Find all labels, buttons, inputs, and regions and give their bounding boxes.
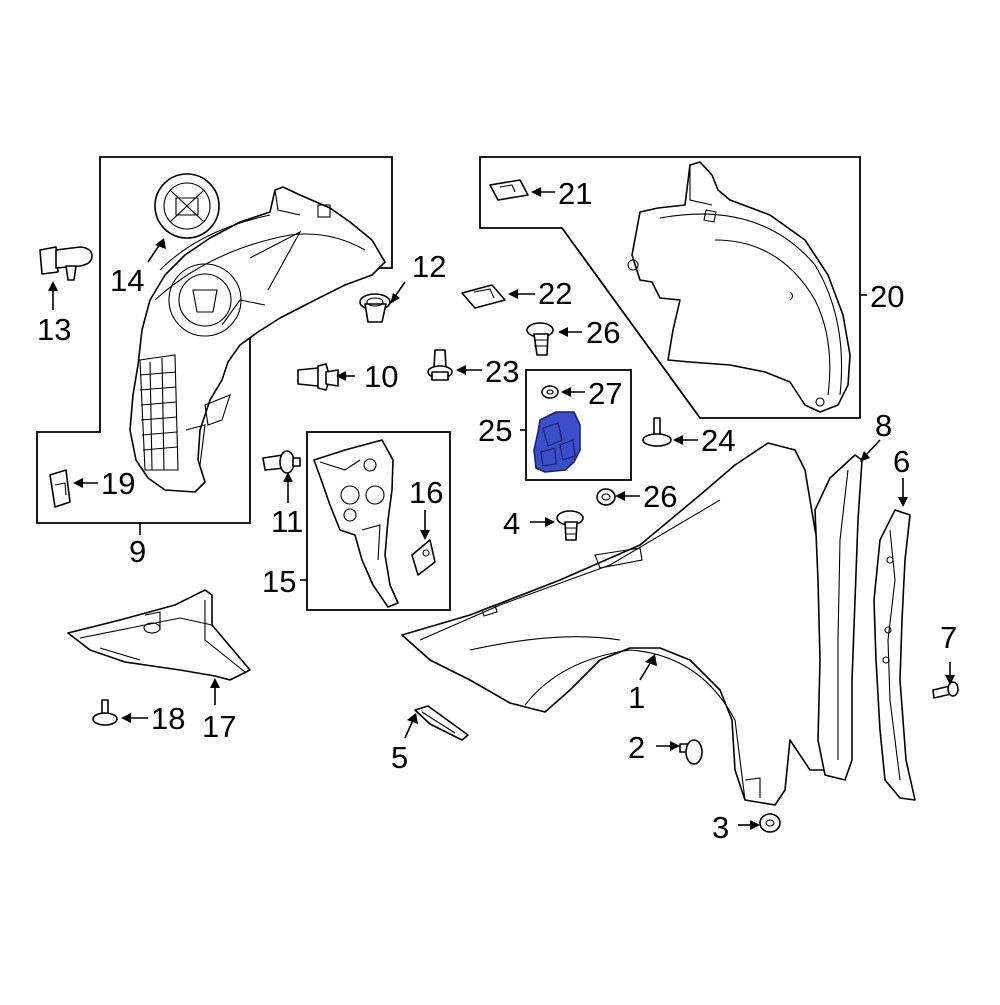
callout-13: 13 [37, 312, 71, 347]
clip-19[interactable] [49, 469, 71, 508]
callout-labels: 1 2 3 4 5 6 7 8 9 10 11 12 13 14 15 16 1… [37, 176, 957, 845]
callout-11: 11 [271, 504, 303, 539]
callout-20: 20 [870, 279, 904, 314]
callout-24: 24 [701, 423, 735, 458]
inner-fender-liner-rear[interactable] [627, 161, 851, 413]
bolt-26-lower[interactable] [596, 488, 616, 506]
bolt-4[interactable] [556, 510, 584, 541]
access-cover-14[interactable] [154, 173, 220, 239]
callout-22: 22 [538, 276, 572, 311]
washer-27[interactable] [541, 385, 559, 399]
group-box-25 [525, 369, 632, 481]
callout-9: 9 [129, 534, 146, 569]
seal-strip-8[interactable] [814, 454, 863, 781]
callout-27: 27 [588, 376, 622, 411]
stud-18[interactable] [92, 699, 118, 726]
callout-17: 17 [202, 709, 236, 744]
bolt-2[interactable] [679, 739, 703, 765]
callout-15: 15 [262, 564, 296, 599]
callout-26-upper: 26 [586, 315, 620, 350]
screw-11[interactable] [262, 450, 301, 474]
callout-6: 6 [893, 444, 910, 479]
bolt-26-upper[interactable] [526, 322, 554, 356]
reinforcement-15[interactable] [313, 439, 399, 608]
callout-16: 16 [409, 475, 443, 510]
clip-21[interactable] [489, 179, 529, 201]
clip-16[interactable] [411, 539, 436, 576]
callout-18: 18 [151, 701, 185, 736]
callout-3: 3 [712, 810, 729, 845]
lower-bracket-17[interactable] [67, 589, 251, 681]
group-box-9 [36, 156, 393, 524]
push-pin-10[interactable] [297, 363, 339, 391]
screw-23[interactable] [427, 349, 453, 381]
grommet-12[interactable] [359, 293, 391, 323]
bracket-6[interactable] [873, 509, 916, 801]
nut-clip-22[interactable] [461, 284, 506, 309]
callout-19: 19 [101, 466, 135, 501]
callout-10: 10 [364, 359, 398, 394]
inner-fender-liner-front[interactable] [129, 186, 386, 493]
nut-3[interactable] [759, 813, 781, 833]
group-box-20 [479, 156, 861, 419]
bolt-7[interactable] [932, 681, 959, 699]
callout-25: 25 [478, 413, 512, 448]
group-box-15 [306, 431, 451, 611]
trim-5[interactable] [414, 705, 469, 741]
callout-12: 12 [412, 249, 446, 284]
callout-7: 7 [940, 620, 957, 655]
callout-2: 2 [628, 730, 645, 765]
callout-5: 5 [391, 740, 408, 775]
callout-14: 14 [110, 263, 144, 298]
callout-26-lower: 26 [643, 479, 677, 514]
callout-21: 21 [558, 176, 592, 211]
stud-24[interactable] [642, 417, 672, 447]
callout-8: 8 [875, 408, 892, 443]
leader-lines [48, 187, 955, 830]
push-clip-13[interactable] [39, 246, 93, 281]
callout-23: 23 [485, 354, 519, 389]
fender-bracket-25[interactable] [533, 411, 581, 473]
callout-4: 4 [503, 506, 520, 541]
callout-1: 1 [628, 680, 645, 715]
front-fender-1[interactable] [401, 442, 849, 806]
